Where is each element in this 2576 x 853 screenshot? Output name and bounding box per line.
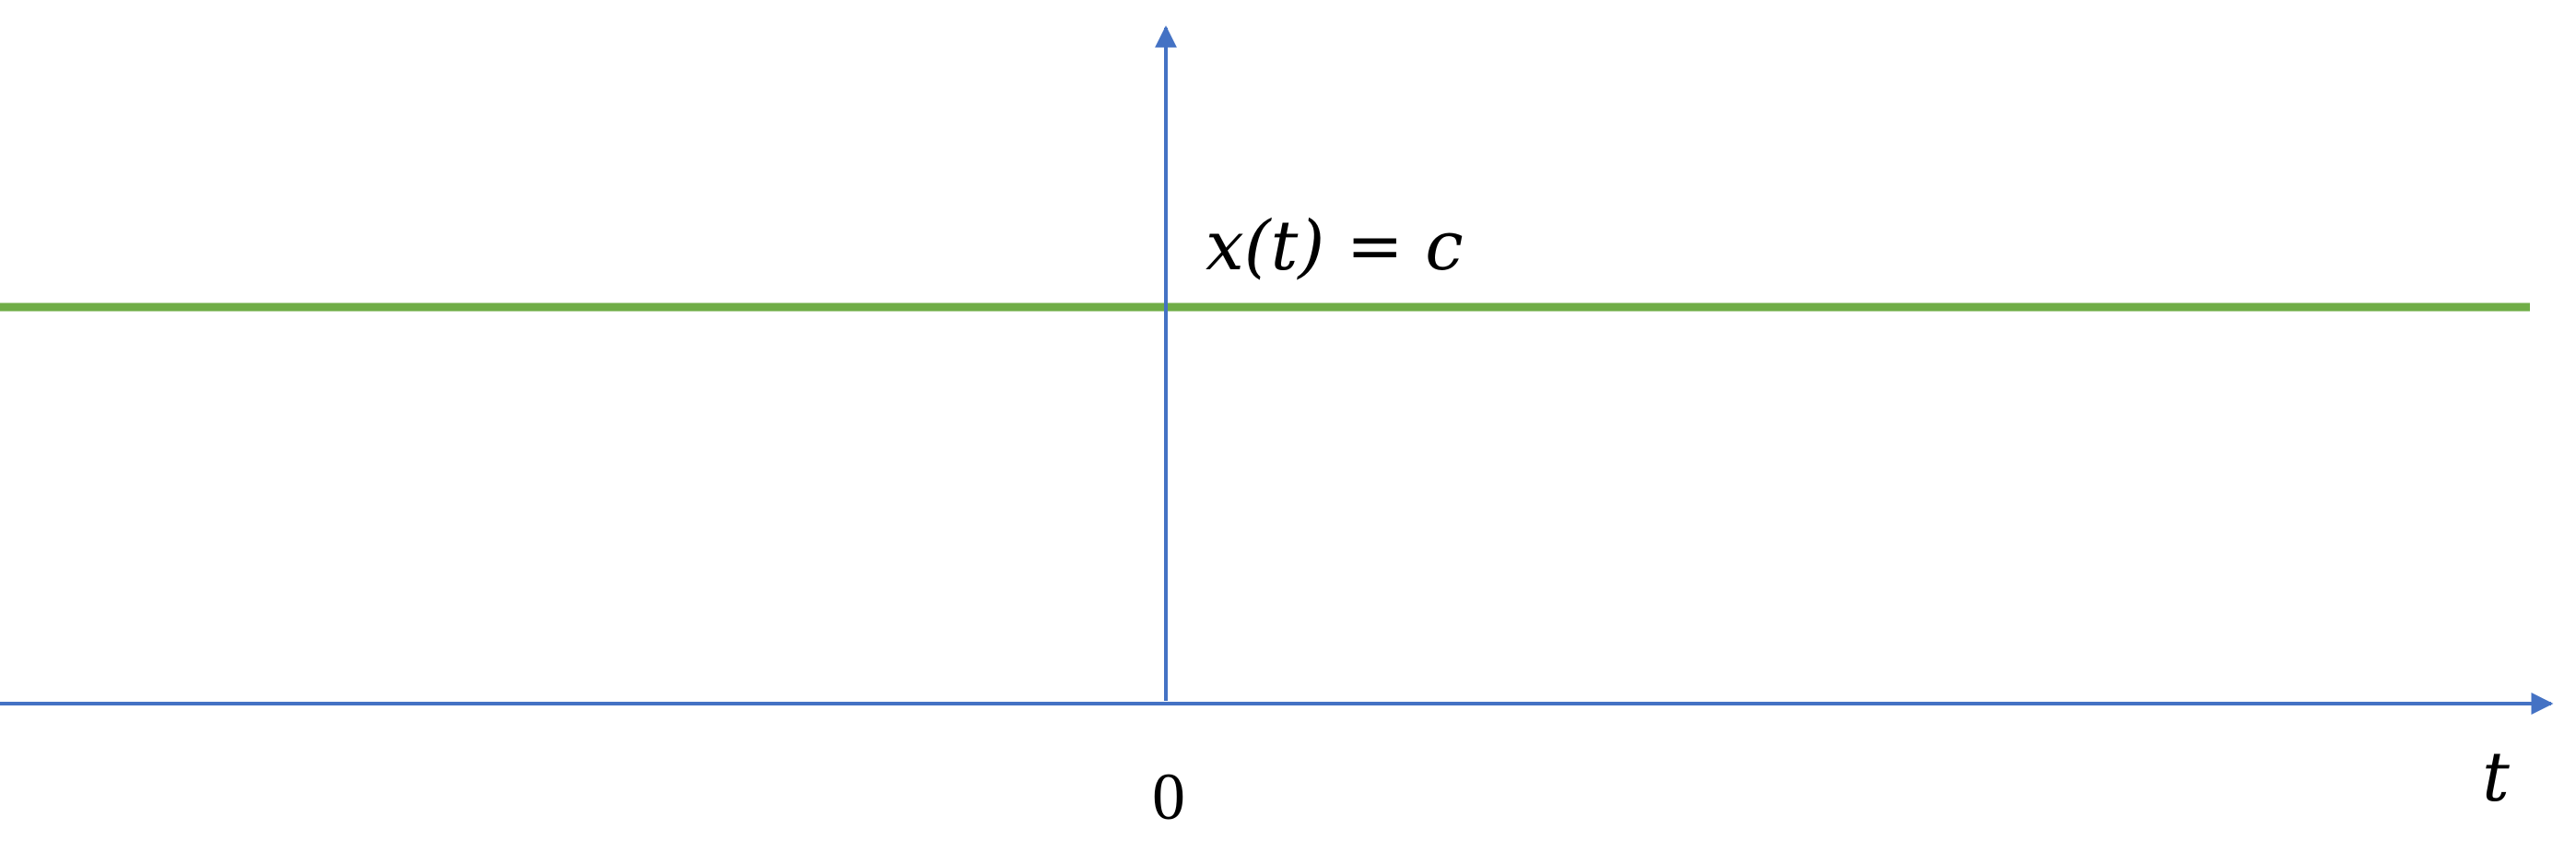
time-axis-label: t bbox=[2482, 738, 2510, 817]
origin-label: 0 bbox=[1152, 760, 1185, 834]
function-label: x(t) = c bbox=[1206, 207, 1464, 286]
